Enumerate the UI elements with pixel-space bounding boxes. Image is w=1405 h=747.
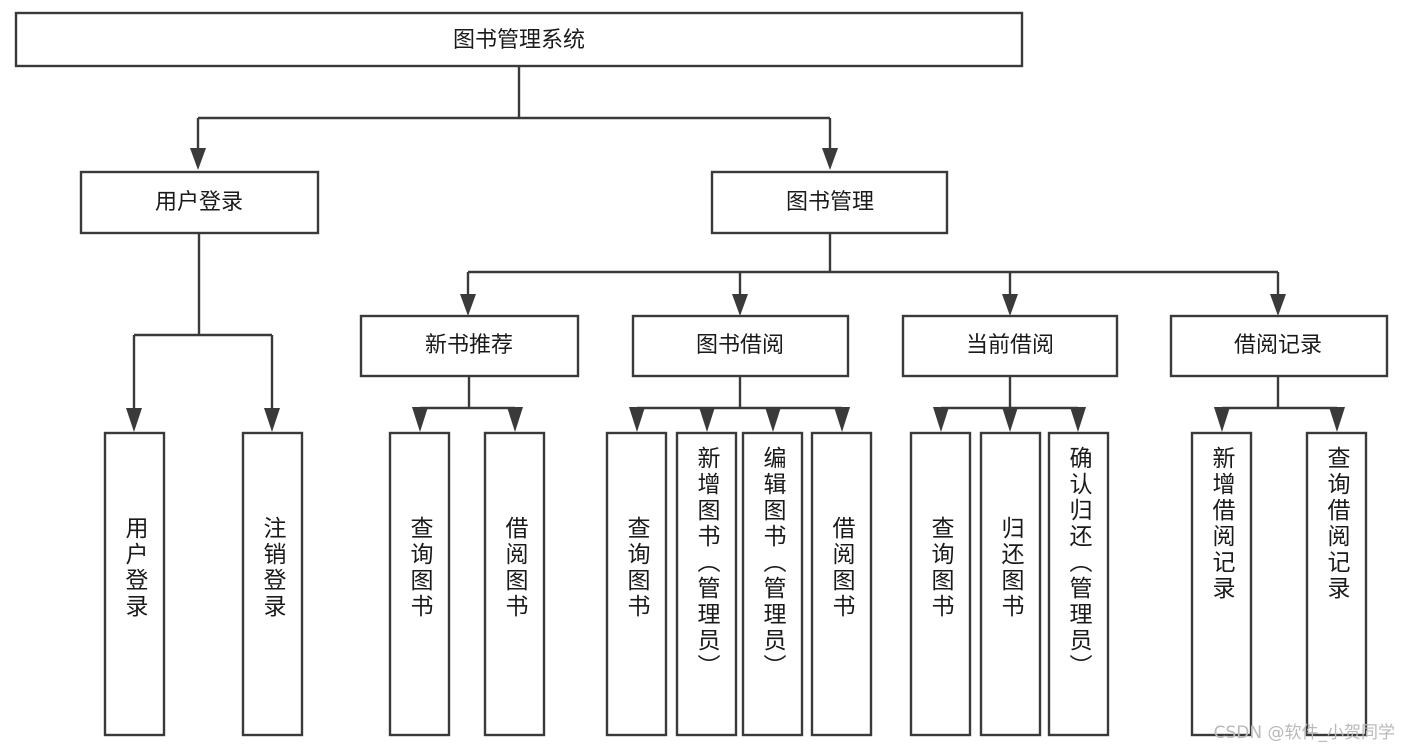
current-borrow-label: 当前借阅 (966, 333, 1054, 358)
leaf-box[interactable] (483, 431, 546, 737)
leaf-label: 确认归还（管理员） (1065, 446, 1093, 680)
arrow-user-login-to-leaf-1 (264, 408, 280, 432)
leaf-box[interactable] (741, 431, 804, 737)
leaf-box[interactable] (1047, 431, 1110, 737)
leaf-label: 查询图书 (406, 516, 434, 620)
leaf-label: 归还图书 (997, 516, 1025, 620)
leaf-box[interactable] (675, 431, 738, 737)
arrow-borrow-record-to-leaf-1 (1329, 407, 1345, 432)
arrow-new-book-to-leaf-0 (412, 407, 428, 432)
arrow-book-mgmt-to-l3-3 (1270, 294, 1286, 316)
new-book-recommend-box[interactable] (359, 314, 580, 378)
node-new-book-recommend[interactable]: 新书推荐 (359, 314, 580, 378)
arrow-current-borrow-to-leaf-0 (933, 407, 949, 432)
borrow-record-box[interactable] (1169, 314, 1389, 378)
leaf-box[interactable] (1190, 431, 1253, 737)
leaf-box[interactable] (241, 431, 304, 737)
node-book-borrow[interactable]: 图书借阅 (631, 314, 850, 378)
leaf-box[interactable] (605, 431, 668, 737)
leaf-current-borrow-2[interactable]: 确认归还（管理员） (1047, 431, 1110, 737)
arrow-book-mgmt-to-l3-0 (460, 294, 476, 316)
leaf-borrow-record-1[interactable]: 查询借阅记录 (1305, 431, 1368, 737)
node-user-login[interactable]: 用户登录 (79, 170, 320, 235)
user-login-label: 用户登录 (155, 190, 243, 215)
arrow-root-to-book-mgmt (822, 148, 838, 170)
node-root-system[interactable]: 图书管理系统 (14, 11, 1024, 68)
arrow-book-borrow-to-leaf-3 (834, 407, 850, 432)
current-borrow-box[interactable] (901, 314, 1119, 378)
leaf-box[interactable] (388, 431, 451, 737)
node-current-borrow[interactable]: 当前借阅 (901, 314, 1119, 378)
leaf-label: 新增借阅记录 (1208, 446, 1236, 602)
leaf-current-borrow-0[interactable]: 查询图书 (909, 431, 972, 737)
leaf-label: 查询图书 (927, 516, 955, 620)
leaf-new-book-recommend-1[interactable]: 借阅图书 (483, 431, 546, 737)
user-login-box[interactable] (79, 170, 320, 235)
leaf-borrow-record-0[interactable]: 新增借阅记录 (1190, 431, 1253, 737)
node-borrow-record[interactable]: 借阅记录 (1169, 314, 1389, 378)
leaf-box[interactable] (103, 431, 166, 737)
borrow-record-label: 借阅记录 (1234, 333, 1322, 358)
leaf-box[interactable] (979, 431, 1042, 737)
leaf-label: 借阅图书 (501, 516, 529, 620)
arrow-new-book-to-leaf-1 (507, 407, 523, 432)
book-borrow-label: 图书借阅 (696, 333, 784, 358)
node-book-management[interactable]: 图书管理 (710, 170, 949, 235)
leaf-label: 查询借阅记录 (1323, 446, 1351, 602)
arrow-book-mgmt-to-l3-1 (732, 294, 748, 316)
arrow-current-borrow-to-leaf-2 (1070, 407, 1086, 432)
book-management-box[interactable] (710, 170, 949, 235)
arrow-book-borrow-to-leaf-0 (629, 407, 645, 432)
leaf-label: 用户登录 (121, 516, 149, 620)
leaf-new-book-recommend-0[interactable]: 查询图书 (388, 431, 451, 737)
leaf-label: 借阅图书 (828, 516, 856, 620)
leaf-book-borrow-2[interactable]: 编辑图书（管理员） (741, 431, 804, 737)
leaf-user-login-0[interactable]: 用户登录 (103, 431, 166, 737)
arrow-borrow-record-to-leaf-0 (1214, 407, 1230, 432)
arrow-book-borrow-to-leaf-1 (699, 407, 715, 432)
new-book-recommend-label: 新书推荐 (425, 333, 513, 358)
leaf-label: 查询图书 (623, 516, 651, 620)
leaf-box[interactable] (1305, 431, 1368, 737)
connector-layer (126, 66, 1345, 432)
leaf-user-login-1[interactable]: 注销登录 (241, 431, 304, 737)
leaf-box[interactable] (909, 431, 972, 737)
root-label: 图书管理系统 (453, 28, 585, 53)
leaf-label: 注销登录 (259, 516, 287, 620)
leaf-box[interactable] (810, 431, 873, 737)
leaf-label: 新增图书（管理员） (693, 446, 721, 680)
arrow-user-login-to-leaf-0 (126, 408, 142, 432)
arrow-current-borrow-to-leaf-1 (1002, 407, 1018, 432)
leaf-current-borrow-1[interactable]: 归还图书 (979, 431, 1042, 737)
leaf-label: 编辑图书（管理员） (759, 446, 787, 680)
book-management-label: 图书管理 (786, 190, 874, 215)
arrow-book-mgmt-to-l3-2 (1002, 294, 1018, 316)
leaf-book-borrow-3[interactable]: 借阅图书 (810, 431, 873, 737)
root-box[interactable] (14, 11, 1024, 68)
book-borrow-box[interactable] (631, 314, 850, 378)
leaf-book-borrow-0[interactable]: 查询图书 (605, 431, 668, 737)
leaf-book-borrow-1[interactable]: 新增图书（管理员） (675, 431, 738, 737)
arrow-book-borrow-to-leaf-2 (765, 407, 781, 432)
arrow-root-to-user-login (190, 148, 206, 170)
